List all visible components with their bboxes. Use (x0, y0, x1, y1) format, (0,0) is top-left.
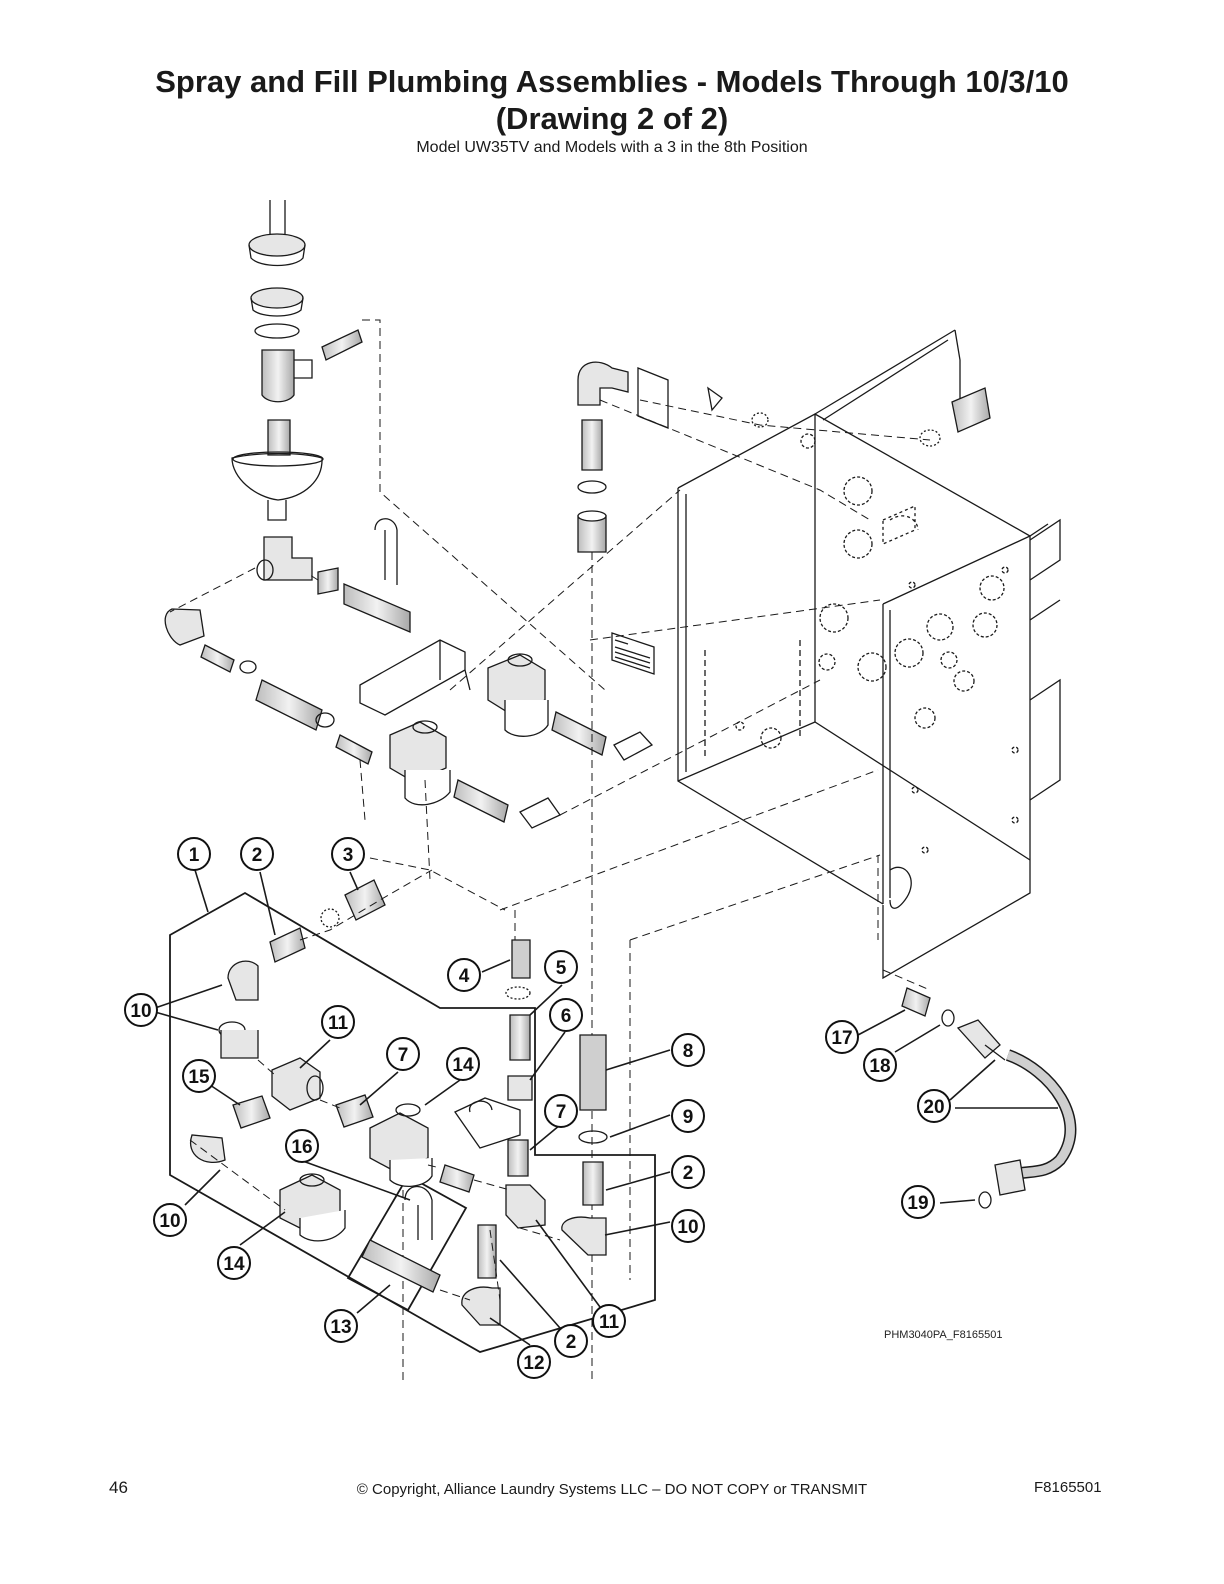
callout-11: 11 (321, 1005, 355, 1039)
assembly-guide-lines-upper (169, 319, 931, 1380)
callout-5-label: 5 (556, 958, 567, 979)
callout-10b: 10 (671, 1209, 705, 1243)
callout-17-label: 17 (831, 1028, 852, 1049)
callout-10-label: 10 (130, 1001, 151, 1022)
callout-7: 7 (386, 1037, 420, 1071)
callout-17: 17 (825, 1020, 859, 1054)
callout-badges: 1 2 3 10 11 7 14 15 16 4 5 6 8 7 9 2 10 … (124, 837, 951, 1379)
callout-5: 5 (544, 950, 578, 984)
callout-12-label: 12 (523, 1353, 544, 1374)
warning-label-decal (611, 632, 655, 675)
vacuum-breaker-assembly (231, 200, 363, 521)
callout-6-label: 6 (561, 1006, 572, 1027)
callout-10: 10 (124, 993, 158, 1027)
callout-19-label: 19 (907, 1193, 928, 1214)
drawing-code: PHM3040PA_F8165501 (884, 1329, 1003, 1341)
callout-2c-label: 2 (566, 1332, 577, 1353)
page-number: 46 (109, 1478, 128, 1497)
upper-elbow-and-hose (577, 361, 991, 553)
cabinet-frame (677, 329, 1061, 980)
callout-16-label: 16 (291, 1137, 312, 1158)
callout-18: 18 (863, 1048, 897, 1082)
callout-3-label: 3 (343, 845, 354, 866)
copyright-notice: © Copyright, Alliance Laundry Systems LL… (356, 1481, 868, 1498)
callout-8: 8 (671, 1033, 705, 1067)
callout-2-label: 2 (252, 845, 263, 866)
callout-7-label: 7 (398, 1045, 409, 1066)
callout-10c-label: 10 (159, 1211, 180, 1232)
inlet-hose-assembly (901, 987, 1077, 1209)
callout-14b-label: 14 (223, 1254, 245, 1275)
callout-4: 4 (447, 958, 481, 992)
page-title-drawing-number: (Drawing 2 of 2) (495, 101, 729, 136)
callout-20-label: 20 (923, 1097, 944, 1118)
solenoid-valve-upper (487, 653, 654, 761)
callout-14b: 14 (217, 1246, 251, 1280)
callout-18-label: 18 (869, 1056, 890, 1077)
callout-8-label: 8 (683, 1041, 694, 1062)
callout-2: 2 (240, 837, 274, 871)
callout-4-label: 4 (459, 966, 470, 987)
callout-19: 19 (901, 1185, 935, 1219)
callout-2b: 2 (671, 1155, 705, 1189)
document-number: F8165501 (1034, 1479, 1102, 1496)
upper-tee-and-pipes (164, 518, 411, 765)
page-subtitle: Model UW35TV and Models with a 3 in the … (416, 139, 808, 156)
callout-7b: 7 (544, 1094, 578, 1128)
callout-7b-label: 7 (556, 1102, 567, 1123)
callout-2c: 2 (554, 1324, 588, 1358)
callout-14-label: 14 (452, 1055, 474, 1076)
callout-14: 14 (446, 1047, 480, 1081)
callout-13: 13 (324, 1309, 358, 1343)
solenoid-valve-middle (389, 720, 561, 829)
callout-1: 1 (177, 837, 211, 871)
callout-16: 16 (285, 1129, 319, 1163)
callout-9-label: 9 (683, 1107, 694, 1128)
callout-13-label: 13 (330, 1317, 351, 1338)
callout-6: 6 (549, 998, 583, 1032)
callout-10b-label: 10 (677, 1217, 698, 1238)
callout-9: 9 (671, 1099, 705, 1133)
callout-15: 15 (182, 1059, 216, 1093)
callout-leader-lines (154, 869, 1058, 1346)
assembly-guide-lines-lower (189, 869, 561, 1301)
callout-11b: 11 (592, 1304, 626, 1338)
callout-12: 12 (517, 1345, 551, 1379)
callout-20: 20 (917, 1089, 951, 1123)
page-title: Spray and Fill Plumbing Assemblies - Mod… (155, 64, 1069, 99)
callout-11-label: 11 (328, 1013, 349, 1034)
callout-3: 3 (331, 837, 365, 871)
cabinet-holes (735, 433, 1019, 854)
lower-assembly-outline (169, 891, 656, 1353)
callout-1-label: 1 (189, 845, 200, 866)
callout-15-label: 15 (188, 1067, 210, 1088)
callout-11b-label: 11 (599, 1312, 620, 1333)
callout-10c: 10 (153, 1203, 187, 1237)
mounting-bracket (359, 639, 471, 716)
lower-assembly-fittings (189, 879, 608, 1326)
callout-2b-label: 2 (683, 1163, 694, 1184)
